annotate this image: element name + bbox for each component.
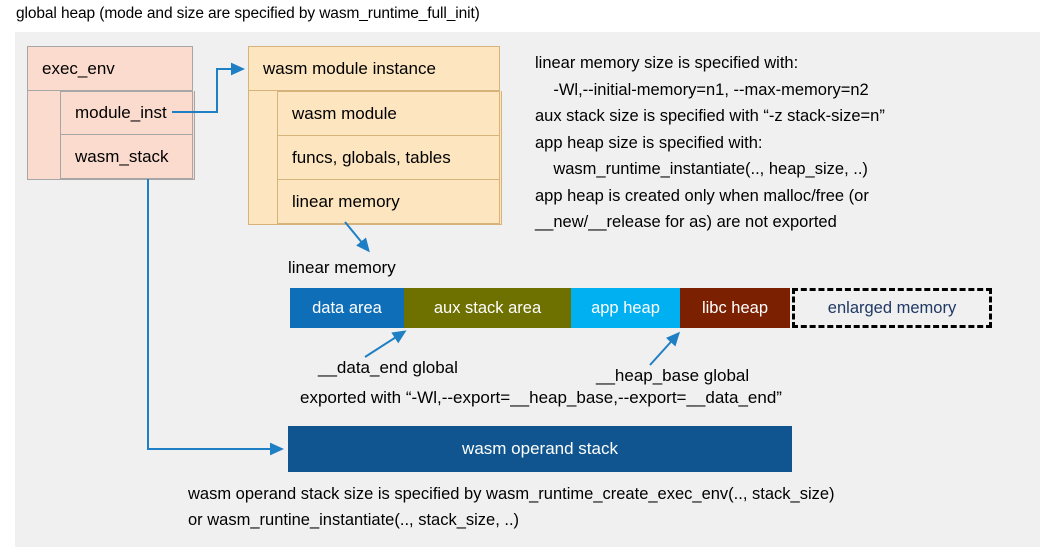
memory-segment-enlarged-memory-label: enlarged memory — [827, 298, 957, 317]
module-instance-field-linear-memory: linear memory — [277, 180, 500, 224]
exec-env-field-wasm-stack-label: wasm_stack — [75, 146, 169, 166]
module-instance-title-row: wasm module instance — [248, 46, 500, 91]
annotation-heap-base: __heap_base global — [596, 366, 750, 385]
memory-segment-libc-heap-label: libc heap — [701, 298, 769, 317]
exec-env-group: exec_env module_inst wasm_stack — [27, 46, 195, 180]
exec-env-field-module-inst-label: module_inst — [75, 103, 167, 122]
module-instance-field-wasm-module: wasm module — [277, 91, 500, 136]
linear-memory-caption: linear memory — [288, 258, 396, 277]
memory-segment-libc-heap: libc heap — [680, 288, 790, 328]
memory-segment-app-heap-label: app heap — [591, 298, 660, 317]
diagram-title: global heap (mode and size are specified… — [16, 5, 480, 22]
memory-segment-data-area-label: data area — [312, 298, 382, 317]
exec-env-title-row: exec_env — [27, 46, 193, 91]
exec-env-title-label: exec_env — [42, 58, 115, 78]
annotation-data-end: __data_end global — [318, 358, 458, 377]
annotation-exported-with: exported with “-Wl,--export=__heap_base,… — [300, 388, 782, 407]
memory-segment-aux-stack-area-label: aux stack area — [433, 298, 542, 317]
operand-stack-note: wasm operand stack size is specified by … — [188, 485, 835, 529]
module-instance-field-funcs-globals-tables: funcs, globals, tables — [277, 136, 500, 180]
linear-memory-bar: data area aux stack area app heap libc h… — [290, 288, 992, 328]
side-note-text: linear memory size is specified with: -W… — [535, 54, 885, 231]
memory-segment-app-heap: app heap — [571, 288, 680, 328]
module-instance-title-label: wasm module instance — [263, 58, 436, 78]
exec-env-field-module-inst: module_inst — [60, 91, 193, 135]
memory-segment-data-area: data area — [290, 288, 404, 328]
module-instance-field-funcs-globals-tables-label: funcs, globals, tables — [292, 147, 451, 167]
module-instance-field-linear-memory-label: linear memory — [292, 191, 400, 211]
wasm-operand-stack-bar: wasm operand stack — [288, 426, 792, 472]
exec-env-field-wasm-stack: wasm_stack — [60, 135, 193, 179]
memory-segment-enlarged-memory: enlarged memory — [792, 288, 992, 328]
wasm-operand-stack-label: wasm operand stack — [462, 439, 618, 458]
module-instance-group: wasm module instance wasm module funcs, … — [248, 46, 502, 225]
module-instance-field-wasm-module-label: wasm module — [292, 103, 397, 123]
memory-segment-aux-stack-area: aux stack area — [404, 288, 571, 328]
